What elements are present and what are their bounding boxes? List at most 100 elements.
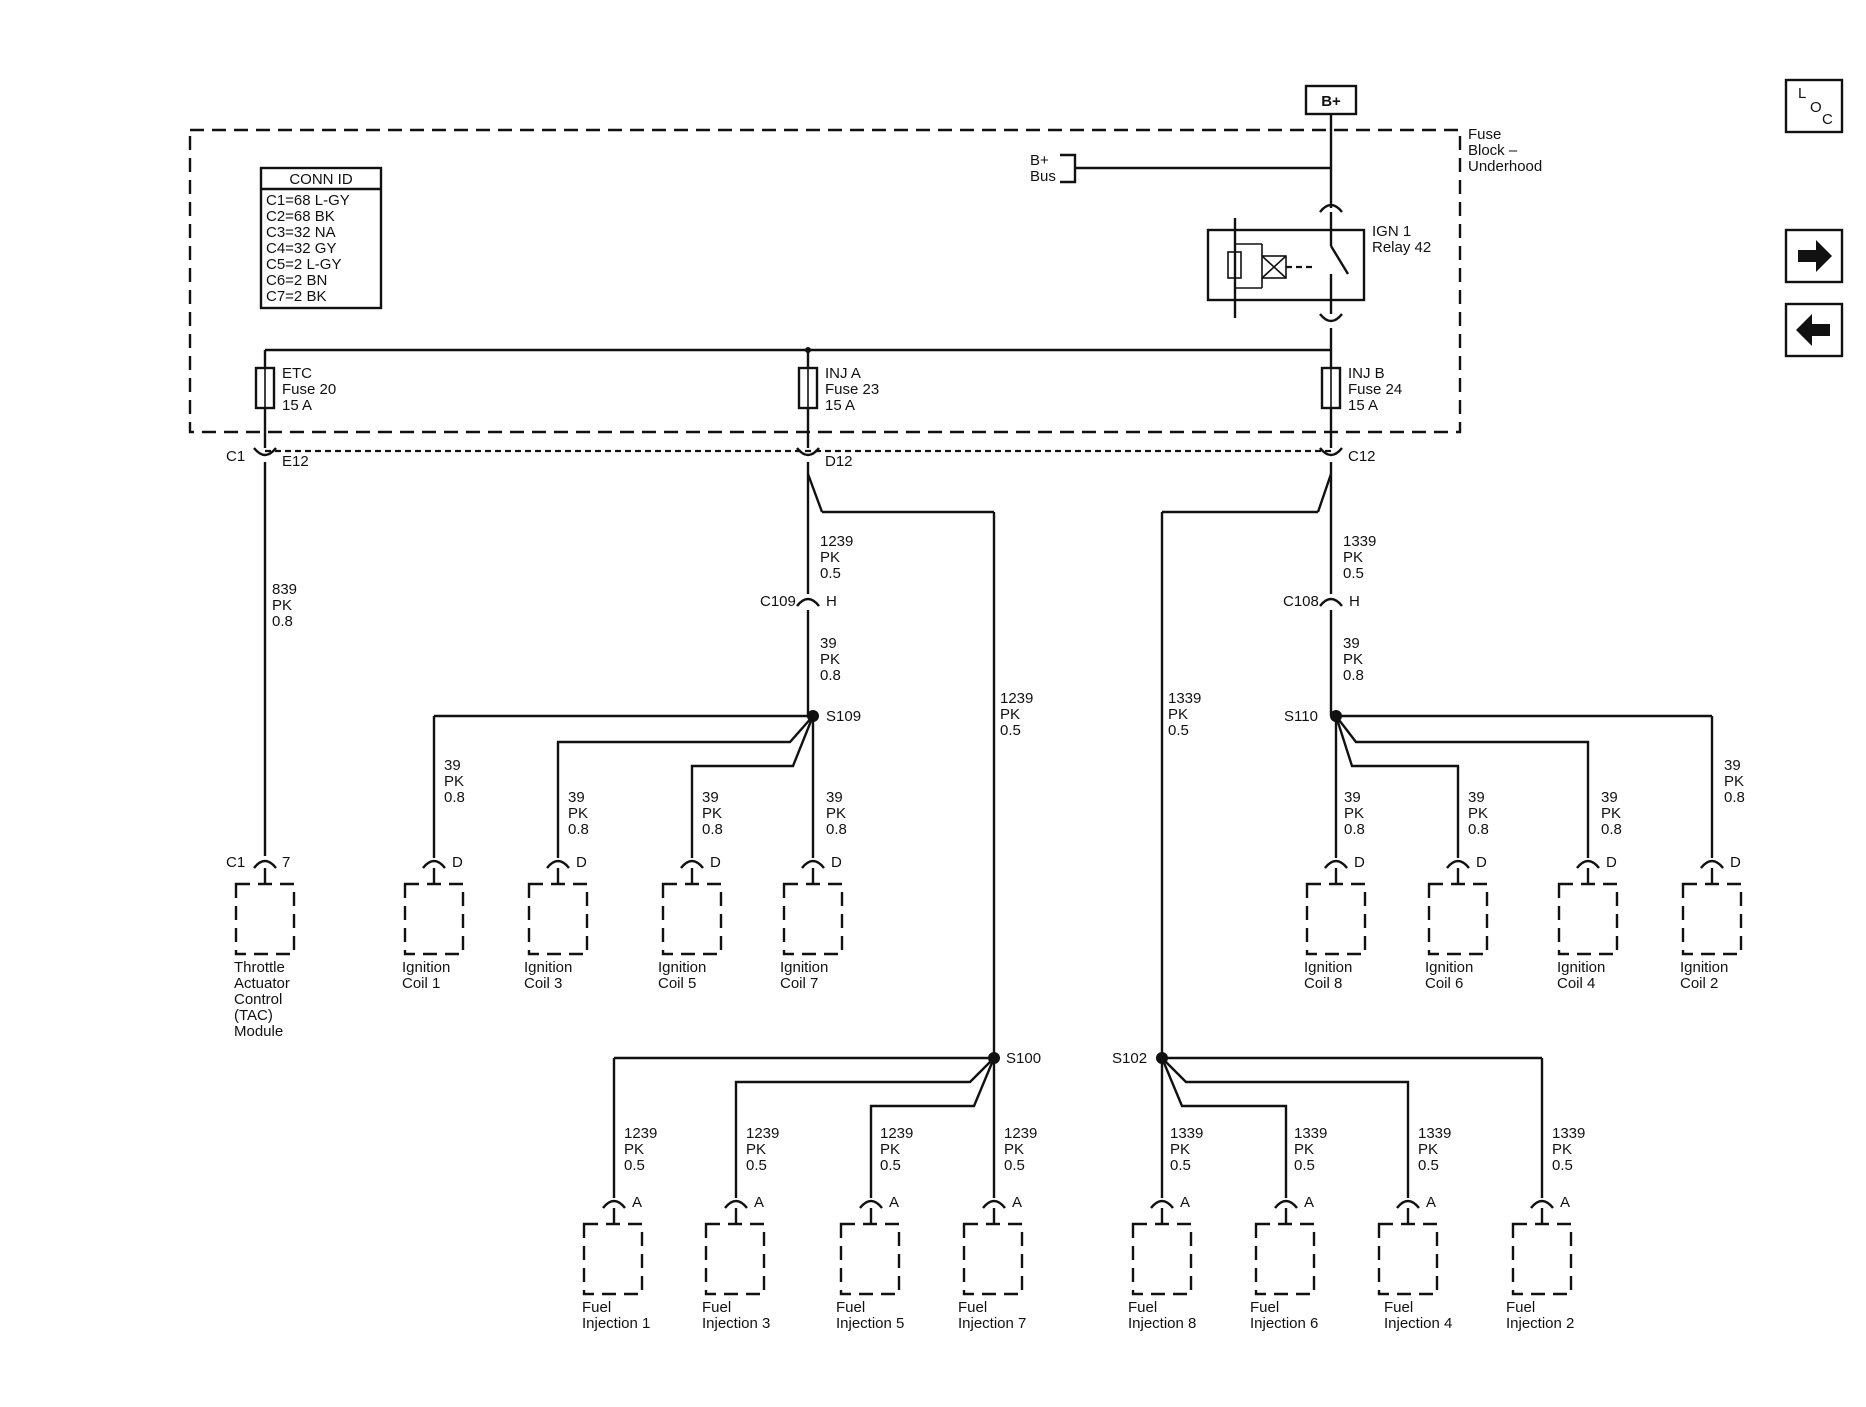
- wire-ckt: 39: [1724, 757, 1741, 774]
- wire-ckt: 39: [702, 789, 719, 806]
- fuel-injection-2: [1511, 1199, 1573, 1296]
- fuse-number: Fuse 24: [1348, 381, 1402, 398]
- coil-label-1: Ignition: [524, 959, 572, 976]
- fuse-block-label-2: Block –: [1468, 142, 1518, 159]
- c109-pin: H: [826, 593, 837, 610]
- battery-label: B+: [1321, 93, 1341, 110]
- injector-label-1: Fuel: [1250, 1299, 1279, 1316]
- conn-id-table: CONN ID C1=68 L-GY C2=68 BK C3=32 NA C4=…: [259, 166, 383, 310]
- coil-label-1: Ignition: [1557, 959, 1605, 976]
- ignition-coil-3: [527, 859, 589, 956]
- coil-pin: D: [452, 854, 463, 871]
- wire-ckt: 1339: [1343, 533, 1376, 550]
- ignition-coil-6: [1427, 859, 1489, 956]
- coil-label-1: Ignition: [402, 959, 450, 976]
- wire-color: PK: [820, 549, 840, 566]
- fuse-block-boundary: [188, 128, 1462, 434]
- fuse-inj-b: [1320, 350, 1342, 448]
- wire-ckt: 1239: [1004, 1125, 1037, 1142]
- injector-label-1: Fuel: [958, 1299, 987, 1316]
- wire-size: 0.5: [1294, 1157, 1315, 1174]
- wire-color: PK: [1294, 1141, 1314, 1158]
- relay-label-2: Relay 42: [1372, 239, 1431, 256]
- wire-color: PK: [1418, 1141, 1438, 1158]
- wire-color: PK: [624, 1141, 644, 1158]
- injector-pin: A: [889, 1194, 899, 1211]
- c108-label: C108: [1283, 593, 1319, 610]
- injector-pin: A: [632, 1194, 642, 1211]
- injector-pin: A: [754, 1194, 764, 1211]
- wire-ckt: 1339: [1418, 1125, 1451, 1142]
- conn-id-row: C4=32 GY: [266, 240, 336, 257]
- injector-pin: A: [1180, 1194, 1190, 1211]
- wire-color: PK: [444, 773, 464, 790]
- conn-id-row: C5=2 L-GY: [266, 256, 341, 273]
- wire-size: 0.5: [1170, 1157, 1191, 1174]
- s102-label: S102: [1112, 1050, 1147, 1067]
- ignition-coil-7: [782, 859, 844, 956]
- wire-size: 0.5: [624, 1157, 645, 1174]
- wire-color: PK: [1552, 1141, 1572, 1158]
- bus-label-2: Bus: [1030, 168, 1056, 185]
- tac-label-line: Actuator: [234, 975, 290, 992]
- wire-color: PK: [1344, 805, 1364, 822]
- coil-label-2: Coil 7: [780, 975, 818, 992]
- wire-size: 0.5: [1343, 565, 1364, 582]
- wire-size: 0.8: [568, 821, 589, 838]
- wire-color: PK: [746, 1141, 766, 1158]
- tac-label-line: (TAC): [234, 1007, 273, 1024]
- ignition-coil-1: [403, 859, 465, 956]
- back-button[interactable]: [1784, 302, 1844, 358]
- injector-label-2: Injection 1: [582, 1315, 650, 1332]
- loc-letter-l: L: [1798, 85, 1806, 102]
- coil-label-2: Coil 8: [1304, 975, 1342, 992]
- injector-pin: A: [1304, 1194, 1314, 1211]
- wire-ckt: 1339: [1168, 690, 1201, 707]
- coil-pin: D: [1354, 854, 1365, 871]
- wire-color: PK: [1343, 651, 1363, 668]
- injector-pin: A: [1560, 1194, 1570, 1211]
- coil-label-2: Coil 4: [1557, 975, 1595, 992]
- s109-label: S109: [826, 708, 861, 725]
- coil-label-2: Coil 3: [524, 975, 562, 992]
- injector-label-1: Fuel: [836, 1299, 865, 1316]
- c1-label: C1: [226, 448, 245, 465]
- injector-label-2: Injection 6: [1250, 1315, 1318, 1332]
- fuel-injection-3: [704, 1199, 766, 1296]
- coil-label-2: Coil 1: [402, 975, 440, 992]
- wire-ckt: 1239: [880, 1125, 913, 1142]
- c1-pin-d12: D12: [825, 453, 853, 470]
- wire-size: 0.8: [826, 821, 847, 838]
- fuse-name: ETC: [282, 365, 312, 382]
- wire-size: 0.5: [820, 565, 841, 582]
- wire-ckt: 1239: [1000, 690, 1033, 707]
- wire-ckt: 39: [1601, 789, 1618, 806]
- wire-color: PK: [826, 805, 846, 822]
- wire-color: PK: [1724, 773, 1744, 790]
- conn-id-row: C7=2 BK: [266, 288, 326, 305]
- coil-pin: D: [1476, 854, 1487, 871]
- wire-ckt: 1239: [746, 1125, 779, 1142]
- wire-ckt: 1239: [820, 533, 853, 550]
- wire-color: PK: [1000, 706, 1020, 723]
- coil-label-1: Ignition: [658, 959, 706, 976]
- wire-color: PK: [702, 805, 722, 822]
- wire-size: 0.5: [1552, 1157, 1573, 1174]
- c1-pin-c12: C12: [1348, 448, 1376, 465]
- locator-button[interactable]: L O C: [1784, 78, 1844, 134]
- wire-size: 0.5: [746, 1157, 767, 1174]
- injector-pin: A: [1426, 1194, 1436, 1211]
- conn-id-row: C2=68 BK: [266, 208, 335, 225]
- s100-label: S100: [1006, 1050, 1041, 1067]
- c108-pin: H: [1349, 593, 1360, 610]
- forward-button[interactable]: [1784, 228, 1844, 284]
- wire-size: 0.8: [702, 821, 723, 838]
- wire-size: 0.5: [1418, 1157, 1439, 1174]
- injector-pin: A: [1012, 1194, 1022, 1211]
- injector-label-1: Fuel: [702, 1299, 731, 1316]
- ignition-coil-2: [1681, 859, 1743, 956]
- wire-color: PK: [880, 1141, 900, 1158]
- wire-size: 0.5: [1004, 1157, 1025, 1174]
- coil-pin: D: [710, 854, 721, 871]
